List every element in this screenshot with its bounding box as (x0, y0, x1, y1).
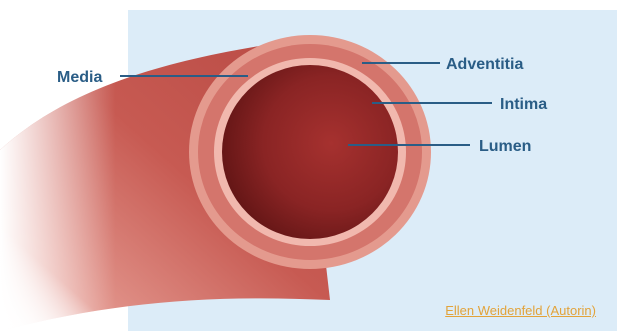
lumen-label: Lumen (479, 138, 531, 155)
media-label: Media (57, 69, 102, 86)
lumen (222, 65, 398, 239)
intima-label: Intima (500, 96, 547, 113)
author-credit-link[interactable]: Ellen Weidenfeld (Autorin) (445, 303, 596, 318)
adventitia-label: Adventitia (446, 56, 523, 73)
